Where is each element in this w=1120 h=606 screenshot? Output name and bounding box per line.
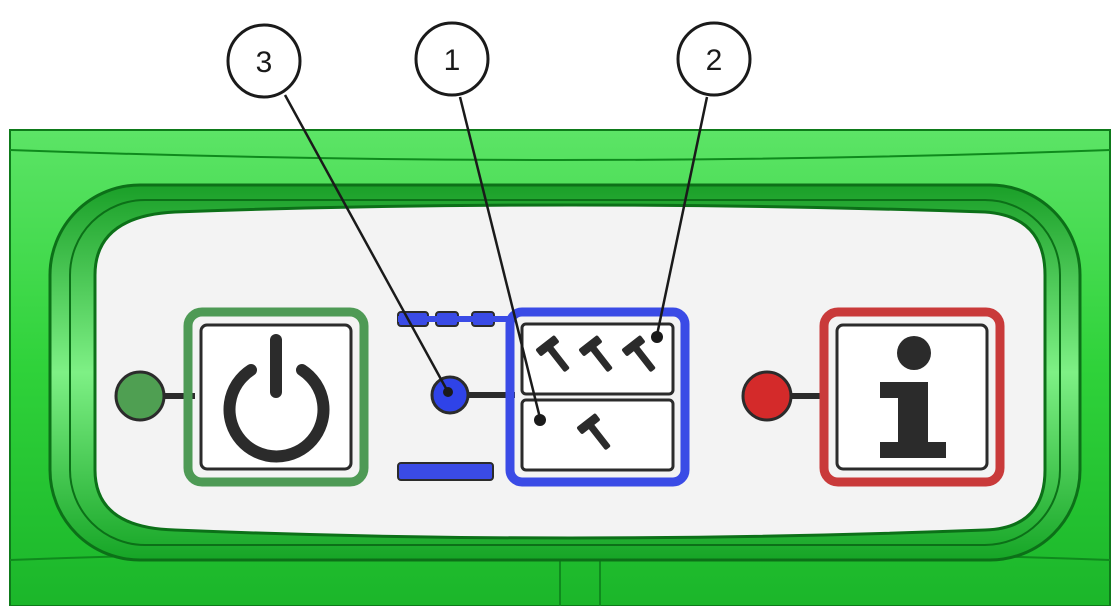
leader-end-dot: [443, 387, 453, 397]
power-led: [114, 370, 166, 422]
leader-end-dot: [534, 414, 546, 426]
leader-end-dot: [651, 331, 663, 343]
leader-line-1: [458, 96, 542, 419]
mode-bar-bottom: [397, 462, 494, 481]
callout-number: 3: [256, 46, 273, 79]
housing-top-edge: [9, 149, 1111, 161]
callout-2: 2: [676, 21, 752, 97]
callout-1: 1: [414, 21, 490, 97]
power-button[interactable]: [183, 307, 369, 487]
callout-leaders: [283, 94, 709, 419]
info-button[interactable]: [819, 307, 1005, 487]
info-icon: [880, 336, 946, 458]
callout-number: 2: [706, 44, 723, 77]
leader-line-3: [283, 94, 450, 393]
panel-rim-inner: [69, 199, 1061, 546]
info-led: [741, 370, 793, 422]
info-button-group: [741, 307, 1005, 487]
triple-hammer-mode[interactable]: [520, 322, 675, 396]
callout-3: 3: [226, 23, 302, 99]
power-button-group: [114, 307, 369, 487]
power-icon: [223, 334, 330, 463]
mode-selector-group: [397, 307, 690, 487]
callout-number: 1: [444, 44, 461, 77]
mode-selector-frame: [505, 307, 690, 487]
single-hammer-mode[interactable]: [520, 398, 675, 472]
leader-line-2: [655, 96, 709, 336]
